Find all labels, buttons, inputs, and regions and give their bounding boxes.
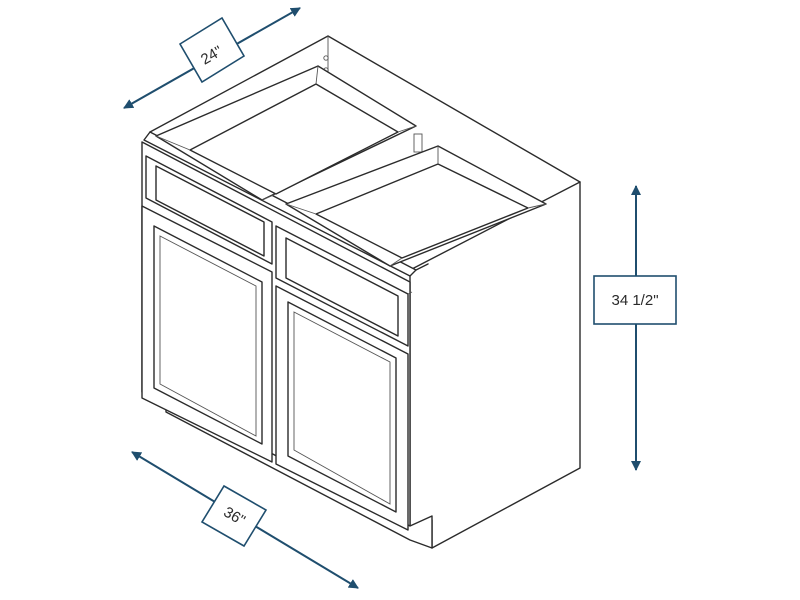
right-drawer-front: [275, 225, 413, 347]
height-label: 34 1/2": [611, 292, 658, 309]
left-door: [141, 205, 273, 463]
right-drawer-box: [285, 145, 547, 267]
width-dimension: 36": [131, 451, 359, 589]
rail-end: [415, 263, 429, 271]
hinge-screw: [323, 55, 329, 61]
base-cabinet: [141, 35, 581, 549]
height-dimension: 34 1/2": [593, 185, 677, 471]
depth-dimension: 24": [123, 7, 301, 109]
left-drawer-front: [145, 155, 273, 265]
